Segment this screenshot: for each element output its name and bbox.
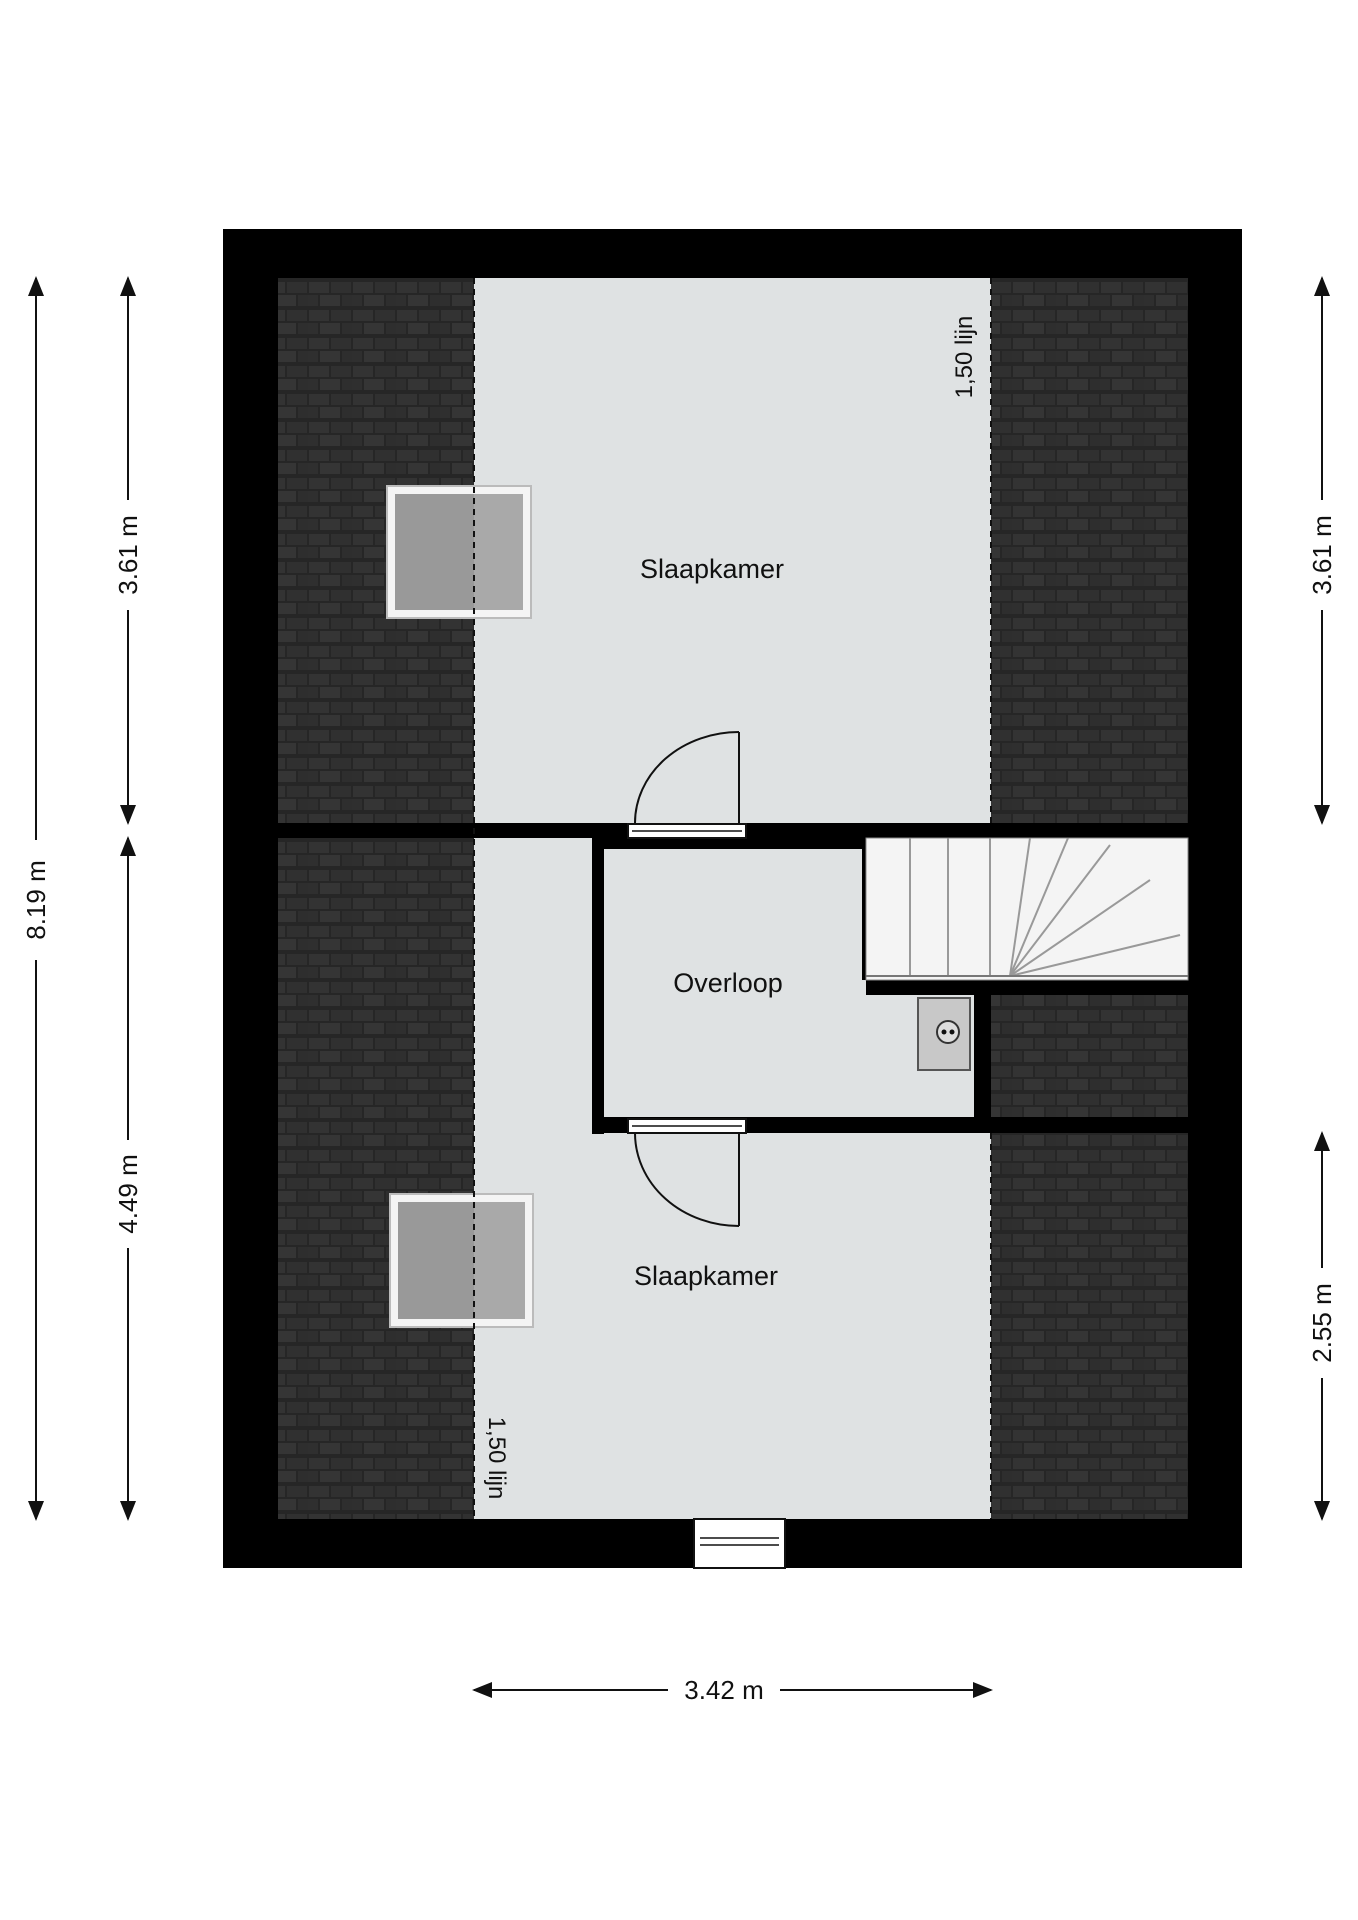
- dimension-left-lower: 4.49 m: [113, 836, 143, 1521]
- skylight-bottom: [389, 1193, 534, 1328]
- staircase: [865, 837, 1189, 981]
- window-bottom: [693, 1518, 786, 1569]
- room-label-landing: Overloop: [673, 968, 783, 998]
- roof-right-mid: [991, 995, 1188, 1117]
- boiler-unit: [917, 997, 971, 1071]
- roof-right-lower: [991, 1133, 1188, 1519]
- roof-left-lower: [278, 838, 474, 1519]
- height-line-label-top: 1,50 lijn: [951, 316, 978, 399]
- dimension-right-upper: 3.61 m: [1307, 276, 1337, 825]
- dimension-right-lower-label: 2.55 m: [1307, 1283, 1337, 1363]
- wall-stair-left: [862, 838, 866, 980]
- floor-top-bedroom: [474, 278, 991, 823]
- wall-right-mid: [991, 1117, 1188, 1133]
- room-label-top-bedroom: Slaapkamer: [640, 554, 784, 584]
- wall-stair-bottom: [866, 980, 1188, 995]
- wall-landing-right: [974, 995, 991, 1119]
- wall-landing-left: [592, 838, 604, 1134]
- dimension-left-total-label: 8.19 m: [21, 860, 51, 940]
- room-label-bottom-bedroom: Slaapkamer: [634, 1261, 778, 1291]
- dimension-right-lower: 2.55 m: [1307, 1131, 1337, 1521]
- roof-right-upper: [991, 278, 1188, 823]
- skylight-top: [386, 485, 532, 619]
- dimension-left-upper-label: 3.61 m: [113, 515, 143, 595]
- dimension-right-upper-label: 3.61 m: [1307, 515, 1337, 595]
- door-bottom-bedroom: [627, 1118, 747, 1227]
- door-top-bedroom: [627, 731, 747, 839]
- floor-bottom-bedroom: [474, 1133, 991, 1519]
- dimension-left-total: 8.19 m: [21, 276, 51, 1521]
- dimension-left-lower-label: 4.49 m: [113, 1154, 143, 1234]
- dimension-bottom-width-label: 3.42 m: [684, 1675, 764, 1705]
- dimension-bottom-width: 3.42 m: [472, 1675, 993, 1705]
- height-line-label-bottom: 1,50 lijn: [483, 1417, 510, 1500]
- dimension-left-upper: 3.61 m: [113, 276, 143, 825]
